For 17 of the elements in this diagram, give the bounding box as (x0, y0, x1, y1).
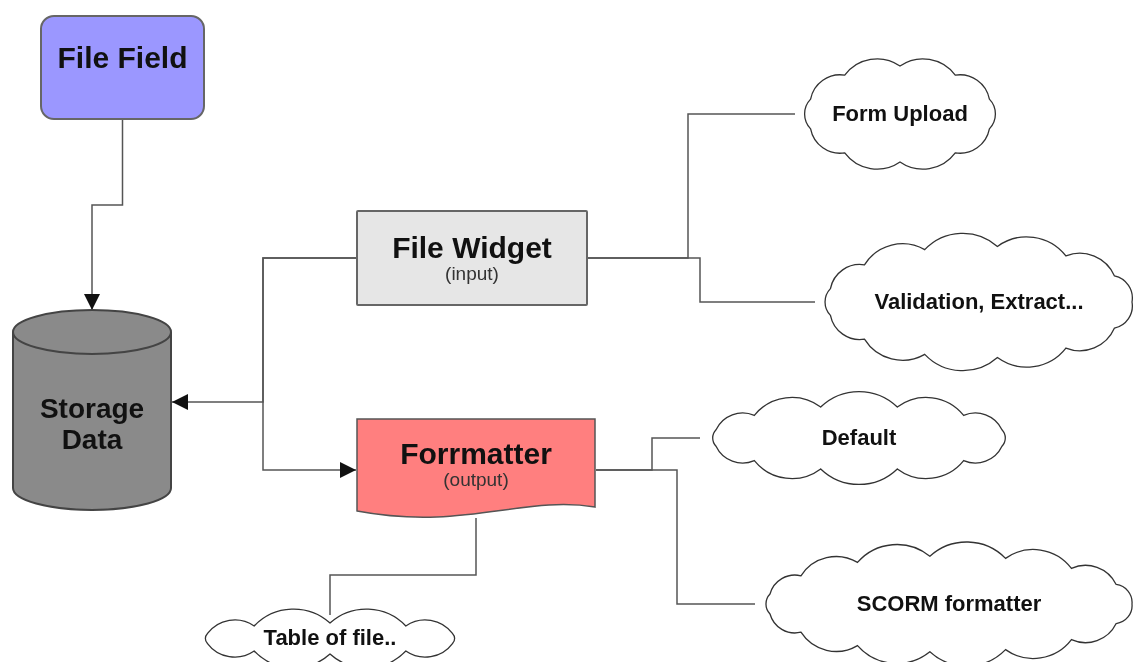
arrow (262, 257, 357, 478)
node-label: File Field (57, 41, 188, 74)
node-label: Default (821, 425, 897, 451)
process-box (356, 210, 588, 306)
connector-line (587, 257, 816, 303)
node-label: Form Upload (832, 101, 968, 127)
arrow (84, 119, 124, 311)
node-label: Forrmatter (400, 436, 552, 470)
process-box (40, 15, 205, 120)
node-label: Storage Data (38, 394, 146, 456)
node-label: SCORM formatter (856, 591, 1042, 617)
node-sublabel: (output) (443, 469, 509, 491)
node-label: File Widget (392, 231, 552, 265)
node-sublabel: (input) (445, 264, 499, 285)
node-label: Table of file.. (263, 626, 397, 651)
connector-line (595, 469, 756, 605)
node-label: Validation, Extract... (874, 289, 1084, 315)
